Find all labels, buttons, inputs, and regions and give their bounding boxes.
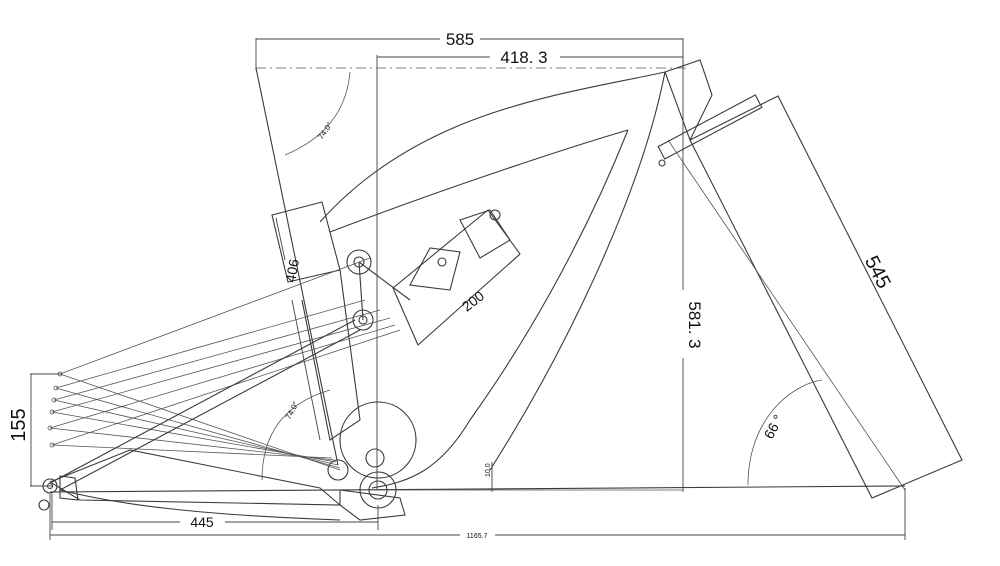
seat-stay <box>51 319 361 491</box>
seat-angle-lower-label: 74.0° <box>284 400 301 421</box>
rear-shock: 200 <box>392 209 521 346</box>
chain-stay <box>38 449 342 521</box>
fork-outline: 545 <box>667 95 963 499</box>
stack-height-dimension: 581. 3 <box>682 38 704 492</box>
bb-offset-dimension: 10.0 <box>485 462 493 492</box>
fork-length-label: 545 <box>860 252 895 292</box>
seat-angle-lower-marker: 74.0° <box>261 389 331 481</box>
wheelbase-label: 1165.7 <box>467 533 488 540</box>
shock-length-label: 200 <box>459 287 487 314</box>
seat-post <box>271 201 341 283</box>
wheelbase-dimension: 1165.7 <box>49 488 906 540</box>
down-tube-lower <box>489 71 666 471</box>
seat-angle-top-marker: 74.0° <box>284 71 351 156</box>
top-tube-upper <box>319 71 666 223</box>
bb-offset-label: 10.0 <box>485 463 492 477</box>
ground-line <box>49 485 906 493</box>
head-angle-label: 66 ° <box>761 412 787 442</box>
down-tube-bottom <box>371 419 471 489</box>
reach-dimension: 585 <box>255 30 684 70</box>
seat-angle-top-label: 74.0° <box>316 121 334 142</box>
chainstay-label: 445 <box>190 514 214 530</box>
down-tube-upper <box>469 129 629 421</box>
stack-height-label: 581. 3 <box>685 301 704 348</box>
top-tube-lower <box>329 129 629 233</box>
bb-drop-dimension: 155 <box>8 373 60 487</box>
chainstay-dimension: 445 <box>51 494 379 530</box>
stack-top-label: 418. 3 <box>500 48 547 67</box>
reach-label: 585 <box>446 30 474 49</box>
seat-tube-centerline <box>255 67 339 466</box>
seat-tube-body <box>301 269 361 441</box>
seat-tube-length-label: 406 <box>282 258 302 284</box>
bottom-bracket <box>327 401 417 521</box>
suspension-path-lines <box>47 257 401 471</box>
stack-top-dimension: 418. 3 <box>376 48 683 490</box>
bb-drop-label: 155 <box>8 408 30 441</box>
rocker-link <box>346 249 411 331</box>
seat-tube-dimension: 406 <box>275 217 321 441</box>
head-tube <box>657 59 763 167</box>
head-angle-marker: 66 ° <box>747 379 823 486</box>
